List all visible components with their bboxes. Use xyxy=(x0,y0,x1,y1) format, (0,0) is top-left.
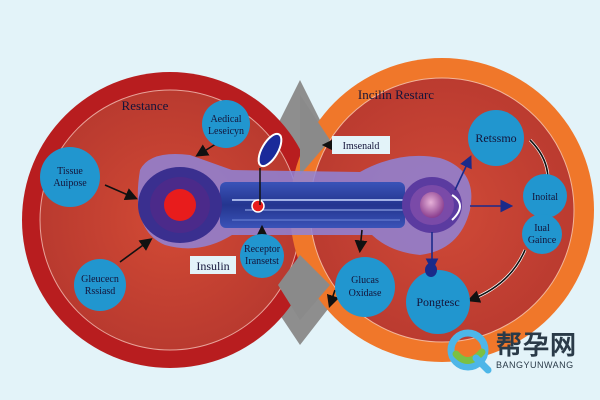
label-medical-line1: Aedical xyxy=(210,114,241,125)
callout-receptors-bubble xyxy=(468,110,524,166)
label-insulin-glucose-line1: Iual xyxy=(534,223,550,234)
label-insulin-resistance: Incilin Restarc xyxy=(358,87,434,102)
callout-bubbles xyxy=(40,100,567,334)
transport-channel xyxy=(137,154,472,255)
left-nucleus xyxy=(138,167,222,243)
label-pancreas: Pongtesc xyxy=(416,295,459,309)
label-receptor-line2: Iransetst xyxy=(245,256,279,267)
label-insulin: Insulin xyxy=(196,259,229,273)
callout-medical-bubble xyxy=(202,100,250,148)
insulin-molecule xyxy=(251,199,265,213)
label-bg-sensitivity xyxy=(332,136,390,154)
callout-glucose-bubble xyxy=(74,259,126,311)
watermark-cn-text: 帮孕网 xyxy=(496,331,578,361)
watermark: 帮孕网 BANGYUNWANG xyxy=(446,326,577,376)
label-glucose-line1: Gleucecn xyxy=(81,274,119,285)
insulin-capsule xyxy=(257,132,283,205)
label-oxidase-line2: Oxidase xyxy=(349,288,382,299)
watermark-logo-icon xyxy=(447,329,492,374)
label-medical-line2: Leseicyn xyxy=(208,126,244,137)
diagram-labels: Restance Incilin Restarc Aedical Leseicy… xyxy=(53,87,558,309)
label-bg-insulin xyxy=(190,256,236,274)
right-vesicle xyxy=(402,177,462,233)
label-glucose-line2: Rssiasd xyxy=(85,286,116,297)
label-resistance: Restance xyxy=(122,98,169,113)
label-oxidase-line1: Glucas xyxy=(351,275,379,286)
label-enzyme: Inoital xyxy=(532,192,558,203)
label-insulin-sensitivity: Imsenald xyxy=(343,141,380,152)
watermark-en-text: BANGYUNWANG xyxy=(496,360,574,370)
callout-pancreas-bubble xyxy=(406,270,470,334)
label-insulin-glucose-line2: Gaince xyxy=(528,235,557,246)
label-tissue-line1: Tissue xyxy=(57,166,83,177)
callout-tissue-bubble xyxy=(40,147,100,207)
nucleus-core xyxy=(164,189,196,221)
label-receptor-line1: Receptor xyxy=(244,244,281,255)
callout-enzyme-bubble xyxy=(523,174,567,218)
label-tissue-line2: Auipose xyxy=(53,178,87,189)
overlap-wedge xyxy=(278,95,330,320)
callout-oxidase-bubble xyxy=(335,257,395,317)
callout-receptor-bubble xyxy=(240,234,284,278)
callout-insulin-glucose-bubble xyxy=(522,214,562,254)
label-receptors: Retssmo xyxy=(475,131,516,145)
